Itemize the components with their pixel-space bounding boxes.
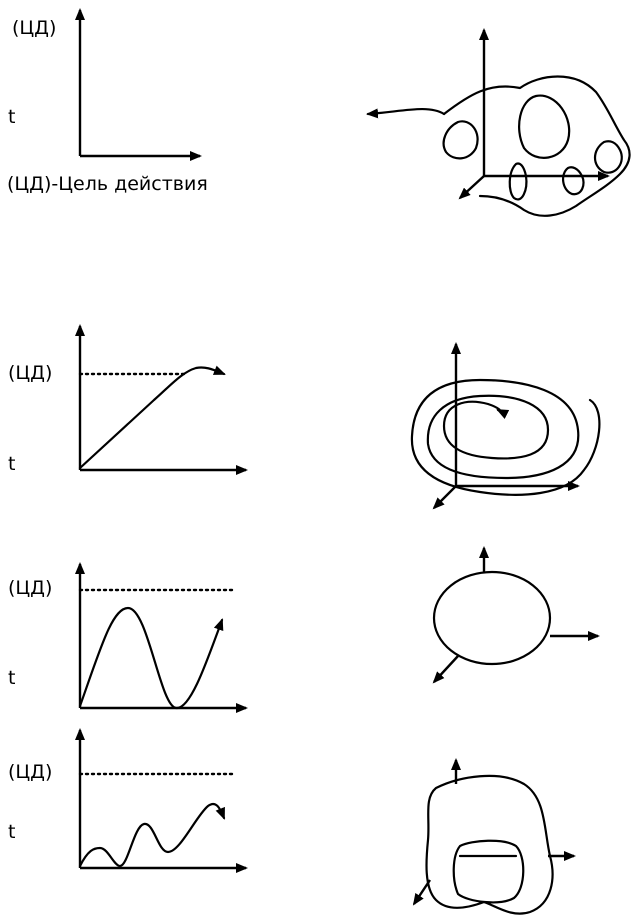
graph-4-t-label: t xyxy=(8,821,15,843)
sketch-2-spiral xyxy=(410,342,601,510)
sketch-4-outer-shape xyxy=(425,774,554,915)
sketch-1-blob-outline xyxy=(442,75,631,217)
sketch-3-down-left-arrow xyxy=(432,655,459,684)
graph-4-cd-label: (ЦД) xyxy=(8,761,52,783)
graph-2-curve xyxy=(78,365,226,470)
sketch-1-loop-bottom-right xyxy=(562,166,585,196)
sketch-4-down-left-arrow xyxy=(412,879,431,906)
graph-3-cd-label: (ЦД) xyxy=(8,577,52,599)
sketch-4-nested-shapes xyxy=(412,758,576,915)
graph-1-basic-axes: (ЦД) t (ЦД)-Цель действия xyxy=(7,8,208,195)
graph-1-t-label: t xyxy=(8,106,15,128)
sketch-1-loop-bottom xyxy=(508,162,528,201)
sketch-2-spiral-curve xyxy=(410,378,601,496)
graph-2-cd-label: (ЦД) xyxy=(8,362,52,384)
graph-2-goal-reached: (ЦД) t xyxy=(8,324,248,475)
graph-4-growing-waves: (ЦД) t xyxy=(8,728,248,873)
legend-text: (ЦД)-Цель действия xyxy=(7,173,208,195)
sketch-1-loop-left xyxy=(442,120,479,160)
sketch-3-circle xyxy=(432,546,600,684)
graph-3-curve xyxy=(78,606,224,710)
sketch-1-loop-right xyxy=(593,140,623,174)
sketch-2-depth-axis xyxy=(432,485,457,510)
graph-1-cd-label: (ЦД) xyxy=(12,17,56,39)
graph-4-curve xyxy=(78,802,226,868)
graph-3-t-label: t xyxy=(8,667,15,689)
graph-2-t-label: t xyxy=(8,453,15,475)
sketch-3-ellipse xyxy=(432,570,552,666)
sketch-1-chaotic-3d xyxy=(366,28,631,217)
sketch-1-loop-center xyxy=(518,94,571,159)
sketch-1-left-arrow xyxy=(366,108,446,119)
sketch-1-depth-axis xyxy=(458,175,485,200)
graph-3-oscillation: (ЦД) t xyxy=(8,562,248,713)
sketch-4-inner-shape xyxy=(452,839,525,904)
